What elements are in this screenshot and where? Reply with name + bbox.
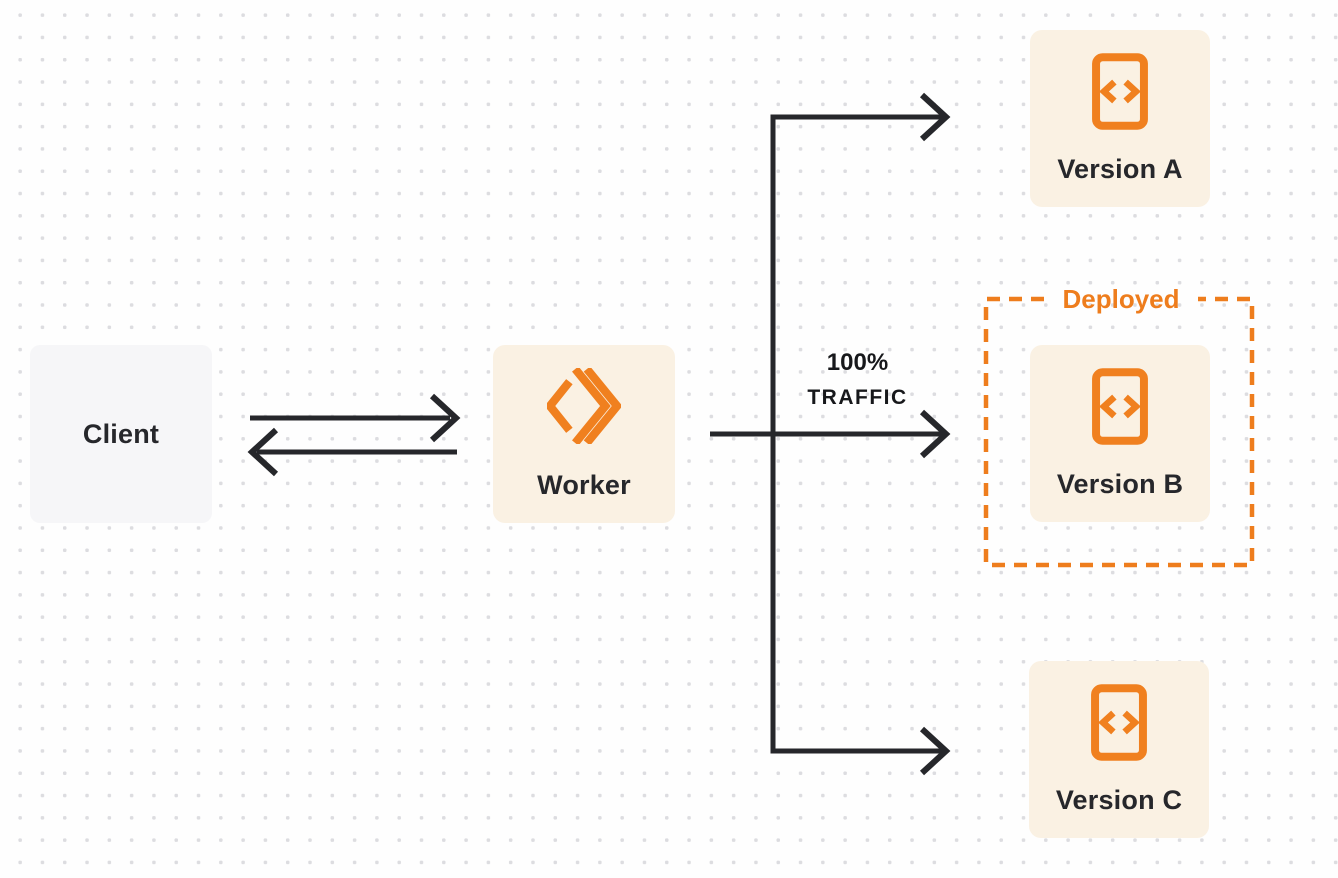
- version-c-label: Version C: [1055, 784, 1183, 815]
- code-icon: [1091, 367, 1149, 445]
- node-version-c: Version C: [1029, 661, 1209, 838]
- client-label: Client: [82, 418, 160, 449]
- traffic-annotation: 100% TRAFFIC: [780, 349, 935, 410]
- worker-icon: [547, 367, 621, 444]
- code-icon: [1091, 52, 1149, 130]
- traffic-word: TRAFFIC: [807, 386, 908, 409]
- code-icon: [1090, 683, 1148, 761]
- node-worker: Worker: [493, 345, 675, 523]
- traffic-percent: 100%: [826, 349, 889, 376]
- version-a-label: Version A: [1057, 153, 1183, 184]
- branch-arrows: [710, 92, 951, 776]
- deployed-label: Deployed: [1062, 284, 1180, 314]
- node-version-a: Version A: [1030, 30, 1210, 207]
- client-worker-arrows: [247, 393, 461, 477]
- node-version-b: Version B: [1030, 345, 1210, 522]
- version-b-label: Version B: [1056, 468, 1184, 499]
- node-client: Client: [30, 345, 212, 523]
- worker-label: Worker: [537, 469, 631, 500]
